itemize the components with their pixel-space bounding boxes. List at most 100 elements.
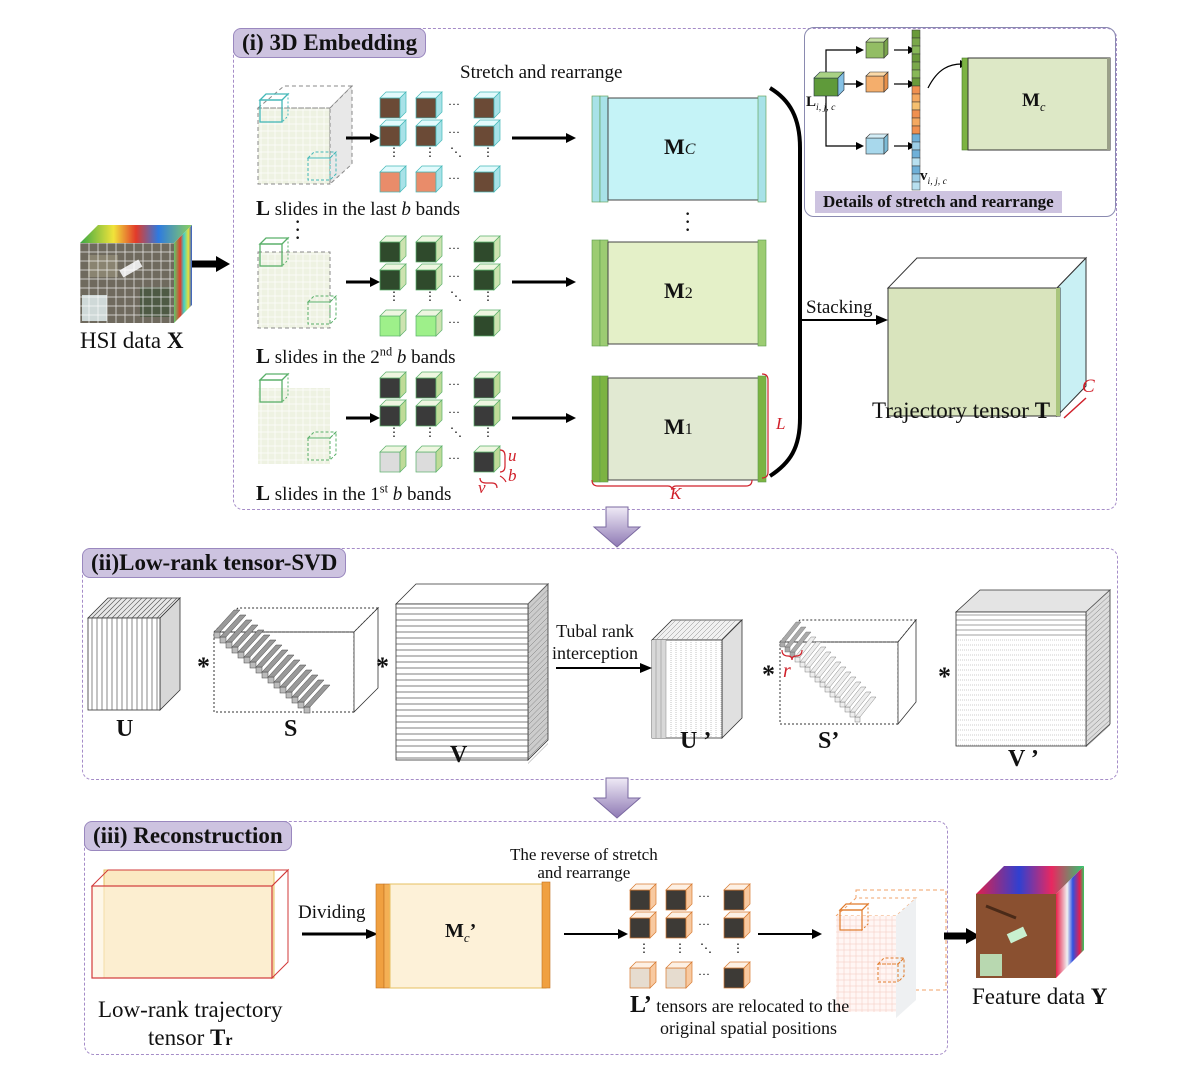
dim-label-L: L xyxy=(776,414,786,433)
patch-cube xyxy=(415,263,443,291)
row-label-second: L slides in the 2nd b bands xyxy=(256,344,455,369)
dimension-brackets xyxy=(479,373,769,491)
patch-cube xyxy=(473,263,501,291)
svg-text:⋮: ⋮ xyxy=(482,425,494,439)
relocate-arrow xyxy=(758,929,822,939)
source-block-last xyxy=(256,84,354,186)
dim-label-u: u xyxy=(508,446,517,465)
patch-cube xyxy=(415,165,443,193)
svg-text:···: ··· xyxy=(448,315,460,329)
tensor-V-prime xyxy=(954,589,1112,748)
matrix-arrow-second xyxy=(512,277,576,287)
svg-text:⋮: ⋮ xyxy=(388,145,400,159)
L-symbol: L xyxy=(256,196,271,220)
factor-V-label: V xyxy=(450,742,468,768)
patch-cube xyxy=(415,119,443,147)
feature-output-cube xyxy=(976,866,1084,978)
row-label-first: L slides in the 1st b bands xyxy=(256,481,451,506)
svg-text:···: ··· xyxy=(448,377,460,391)
down-arrow-2 xyxy=(592,777,642,819)
input-arrow xyxy=(192,256,230,272)
trajectory-tensor-label: Trajectory tensor T xyxy=(872,398,1051,423)
matrix-main: M xyxy=(664,414,685,439)
vector-cell xyxy=(911,181,921,191)
svg-text:⋮: ⋮ xyxy=(482,289,494,303)
svg-text:⋮: ⋮ xyxy=(424,145,436,159)
svg-text:⋮: ⋮ xyxy=(732,941,744,955)
svg-text:···: ··· xyxy=(698,967,710,981)
tensor-V xyxy=(395,583,549,764)
row-text: slides in the 2 xyxy=(270,347,380,368)
mc-prime-matrix xyxy=(375,881,551,989)
svg-text:⋮: ⋮ xyxy=(638,941,650,955)
patch-cube xyxy=(473,91,501,119)
svg-text:⋮: ⋮ xyxy=(388,425,400,439)
row-arrow-last xyxy=(346,133,380,143)
patch-cube xyxy=(379,399,407,427)
matrix-main: M xyxy=(664,134,685,159)
reverse-arrow xyxy=(564,929,628,939)
details-title: Details of stretch and rearrange xyxy=(815,191,1062,213)
op-star-2: * xyxy=(376,652,389,681)
vertical-ellipsis-matrix: ··· xyxy=(684,201,692,242)
band-var: b xyxy=(396,347,407,368)
band-suffix: bands xyxy=(406,347,456,368)
patch-cube xyxy=(415,309,443,337)
matrix-label-first: M1 xyxy=(664,414,693,440)
patch-cube xyxy=(415,399,443,427)
patch-cube xyxy=(379,91,407,119)
L-symbol: L xyxy=(256,481,271,505)
svg-text:···: ··· xyxy=(448,405,460,419)
patch-cube xyxy=(629,911,657,939)
details-panel xyxy=(804,27,1116,217)
op-star-4: * xyxy=(938,662,951,691)
svg-text:···: ··· xyxy=(698,889,710,903)
patch-cube xyxy=(379,371,407,399)
embedding-panel xyxy=(233,28,1117,510)
source-block-second xyxy=(257,236,338,329)
svg-text:···: ··· xyxy=(698,917,710,931)
svg-text:⋱: ⋱ xyxy=(700,941,712,955)
patch-cube xyxy=(379,119,407,147)
op-star-3: * xyxy=(762,660,775,689)
relocated-label: L’ tensors are relocated to the original… xyxy=(630,992,850,1038)
patch-cube xyxy=(379,165,407,193)
hsi-data-label: HSI data X xyxy=(80,328,184,353)
band-suffix: bands xyxy=(410,199,460,220)
stretch-label: Stretch and rearrange xyxy=(460,62,623,83)
interception-label: Tubal rank interception xyxy=(552,621,638,663)
patch-cube xyxy=(415,371,443,399)
tensor-S-prime xyxy=(778,618,918,726)
patch-grid-last: ··· ··· ··· ⋮ ⋮ ⋱ ⋮ xyxy=(379,91,501,193)
row-arrow-first xyxy=(346,413,380,423)
patch-cube xyxy=(415,445,443,473)
patch-cube xyxy=(723,883,751,911)
vertical-ellipsis-left: ··· xyxy=(294,209,302,250)
svg-text:···: ··· xyxy=(448,125,460,139)
patch-cube xyxy=(379,309,407,337)
row-text: slides in the 1 xyxy=(270,484,380,505)
dividing-label: Dividing xyxy=(298,902,366,923)
dim-label-b: b xyxy=(508,466,517,485)
svg-text:⋱: ⋱ xyxy=(450,145,462,159)
reconstruction-title: (iii) Reconstruction xyxy=(84,821,292,851)
svg-text:···: ··· xyxy=(448,241,460,255)
patch-cube xyxy=(629,961,657,989)
op-star-1: * xyxy=(197,652,210,681)
source-block-first xyxy=(258,372,338,464)
svd-panel xyxy=(82,548,1118,780)
factor-V-prime-label: V ’ xyxy=(1008,746,1039,772)
row-text: slides in the last xyxy=(270,199,402,220)
band-suffix: bands xyxy=(402,484,452,505)
svg-text:⋮: ⋮ xyxy=(388,289,400,303)
details-vector-label: vi, j, c xyxy=(920,168,947,187)
dim-label-C: C xyxy=(1082,376,1095,397)
details-vector-column xyxy=(911,29,921,191)
patch-cube xyxy=(473,119,501,147)
tensor-U-prime xyxy=(651,619,743,739)
svg-text:⋱: ⋱ xyxy=(450,289,462,303)
svg-text:⋮: ⋮ xyxy=(424,289,436,303)
patch-cube xyxy=(473,399,501,427)
patch-cube xyxy=(473,235,501,263)
